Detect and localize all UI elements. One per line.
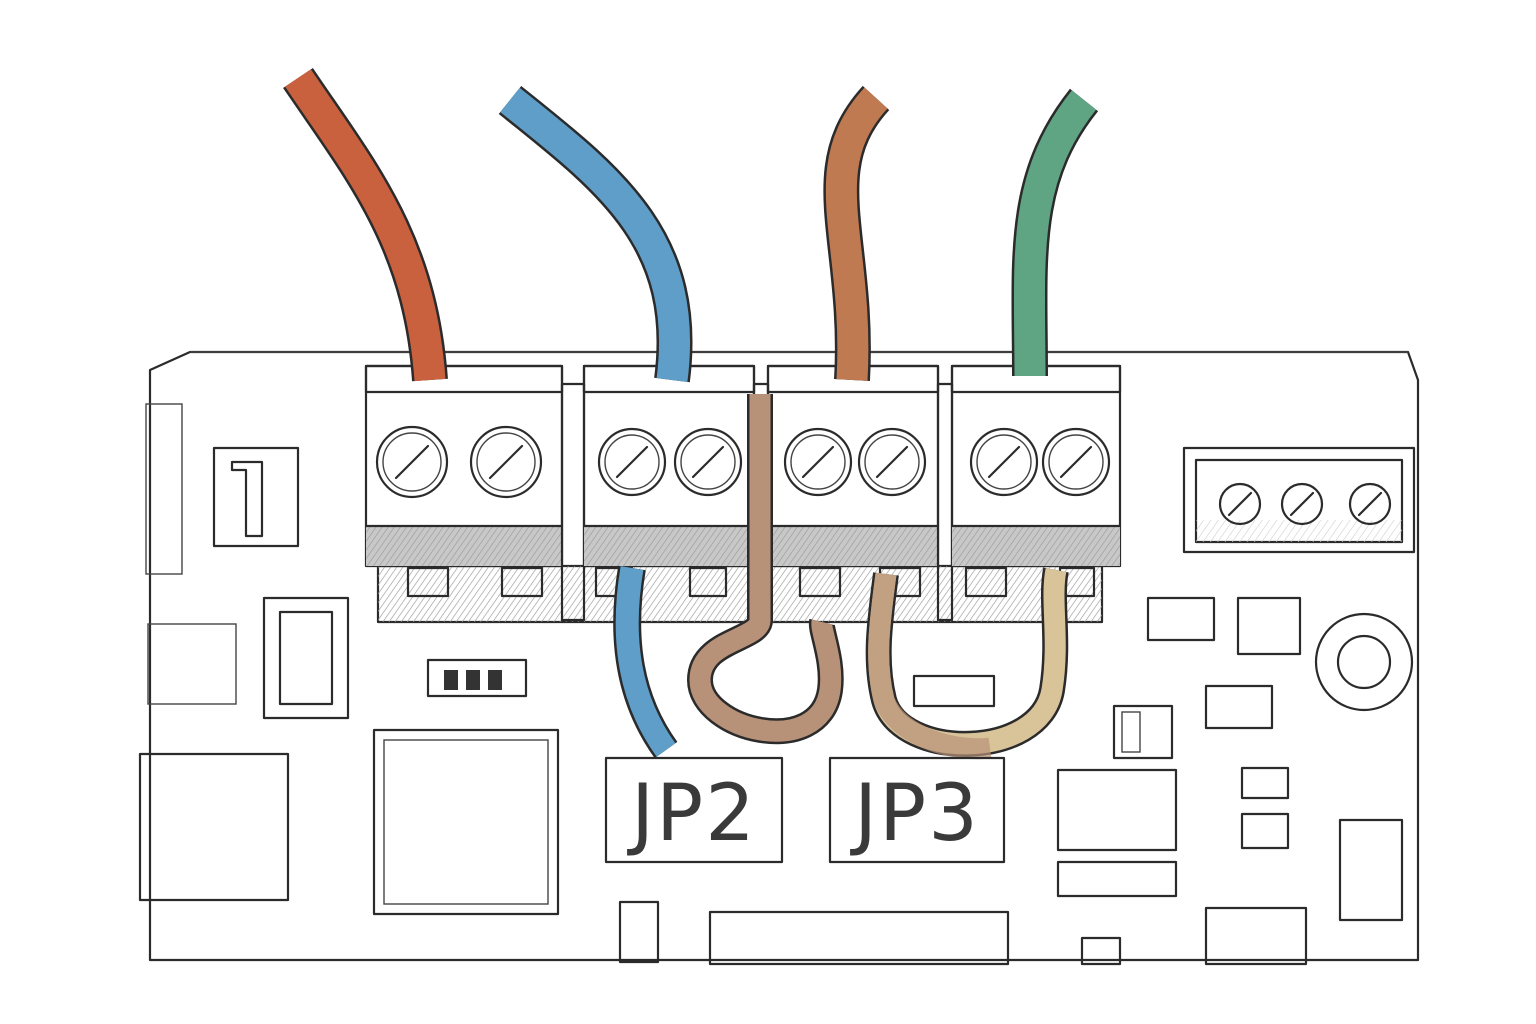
jumper-icon: [686, 394, 844, 745]
bottom-component-c: [1204, 906, 1308, 966]
small-relay: [1112, 704, 1174, 760]
screw-icon: [673, 427, 743, 497]
incoming-wires: [283, 67, 1099, 383]
screw-icon: [1218, 482, 1262, 526]
jp2-label: JP2: [626, 769, 757, 859]
left-connector-b: [262, 596, 350, 720]
jumper-icon: [865, 567, 1069, 760]
jp3-label: JP3: [849, 769, 980, 859]
terminal-block-2: [582, 364, 756, 568]
jumper-wires: [613, 394, 1069, 760]
resistor-array: [426, 658, 528, 698]
screw-icon: [1280, 482, 1324, 526]
ic-chip-square: [372, 728, 560, 916]
screw-icon: [1348, 482, 1392, 526]
smd-component-4: [1240, 766, 1290, 800]
screw-icon: [375, 425, 449, 499]
terminal-block-4: [950, 364, 1122, 568]
left-side-block: [147, 623, 237, 705]
circuit-board: [138, 350, 1420, 966]
jp3-label-box: JP3: [828, 756, 1006, 864]
small-chip-center: [912, 674, 996, 708]
round-capacitor: [1314, 612, 1414, 712]
right-terminal-3-way: [1182, 446, 1416, 554]
bottom-component-a: [618, 900, 660, 964]
smd-component-2: [1236, 596, 1302, 656]
screw-icon: [469, 425, 543, 499]
ic-chip-small: [1056, 768, 1178, 898]
screw-icon: [857, 427, 927, 497]
bottom-component-b: [1080, 936, 1122, 966]
left-header-block: [145, 403, 183, 575]
screw-icon: [1041, 427, 1111, 497]
smd-component-1: [1146, 596, 1216, 642]
screw-icon: [783, 427, 853, 497]
bottom-right-block: [1338, 818, 1404, 922]
bottom-header: [708, 910, 1010, 966]
smd-component-3: [1204, 684, 1274, 730]
jp2-label-box: JP2: [604, 756, 784, 864]
terminal-strip: [364, 364, 1122, 624]
screw-icon: [969, 427, 1039, 497]
terminal-block-3: [766, 364, 940, 568]
smd-component-5: [1240, 812, 1290, 850]
terminal-block-1: [364, 364, 564, 568]
left-lower-block: [138, 752, 290, 902]
screw-icon: [597, 427, 667, 497]
left-connector-a: [212, 446, 300, 548]
